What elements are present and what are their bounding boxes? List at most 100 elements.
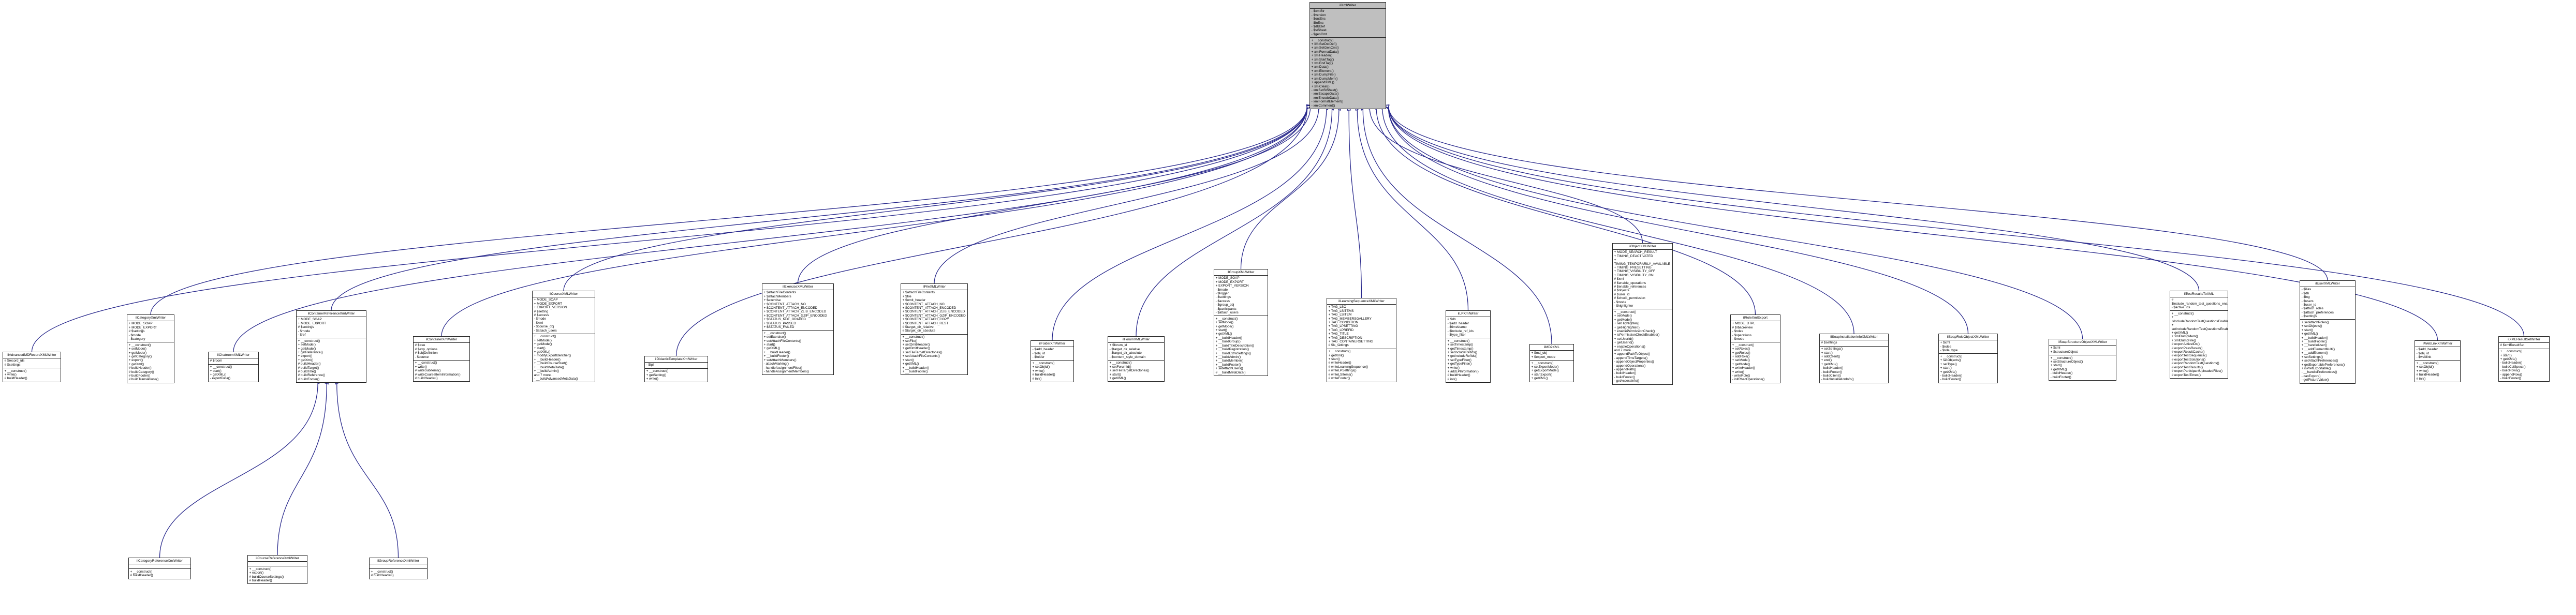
attribute-row: - $xml: [534, 321, 543, 325]
attribute-row: - $add_header: [1447, 321, 1469, 325]
operation-row: - appendPath(): [1614, 367, 1637, 371]
operation-row: + __buildHeader(): [1215, 336, 1242, 340]
inheritance-edge: [1347, 104, 1362, 298]
edge-line: [1388, 106, 2328, 281]
operation-row: # exportActiveIDs(): [2171, 342, 2200, 347]
attribute-row: + TAG_DESCRIPTION: [1328, 336, 1362, 340]
class-node-ilCourseReferenceXmlWriter[interactable]: ilCourseReferenceXmlWriter+ __construct(…: [247, 555, 307, 584]
operation-row: + xmlFormatData(): [1311, 50, 1339, 54]
class-node-ilChatroomXMLWriter[interactable]: ilChatroomXMLWriter# $room+ __construct(…: [208, 352, 259, 382]
class-operations: + __construct()+ setRoles()+ getRoles()+…: [1731, 342, 1780, 383]
class-node-ilMD2XML[interactable]: ilMD2XML+ $md_obj+ $export_mode+ __const…: [1529, 344, 1574, 382]
class-node-ilXmlWriter[interactable]: ilXmlWriter- $xmlStr- $version- $outEnc-…: [1309, 2, 1386, 109]
class-node-ilCourseXMLWriter[interactable]: ilCourseXMLWriter+ MODE_SOAP+ MODE_EXPOR…: [532, 291, 595, 383]
attribute-row: - $target_dir_absolute: [1109, 351, 1142, 355]
operation-row: + export(): [128, 358, 143, 363]
attribute-row: - $logger: [1215, 292, 1229, 296]
class-node-ilSoapRoleObjectXMLWriter[interactable]: ilSoapRoleObjectXMLWriter+ $xml- $roles-…: [1938, 334, 1998, 383]
operation-row: + __handleUser(): [2301, 343, 2328, 348]
attribute-row: # $settings: [128, 329, 145, 334]
attribute-row: - $ref: [298, 333, 306, 337]
operation-row: # init(): [2416, 377, 2426, 381]
inheritance-edge: [563, 104, 1313, 291]
attribute-row: - $mode: [1732, 337, 1745, 341]
operation-row: + __buildHeader(): [2301, 336, 2328, 340]
class-node-ilLearningSequenceXMLWriter[interactable]: ilLearningSequenceXMLWriter+ TAG_LSO+ TA…: [1327, 298, 1396, 382]
edge-line: [1369, 108, 1643, 244]
operation-row: # buildHeader(): [298, 362, 321, 366]
attribute-row: + MODE_EXPORT: [1215, 280, 1244, 284]
class-node-ilSoapInstallationInfoXMLWriter[interactable]: ilSoapInstallationInfoXMLWriter# $settin…: [1819, 334, 1889, 383]
class-node-ilGroupReferenceXmlWriter[interactable]: ilGroupReferenceXmlWriter+ __construct()…: [369, 558, 428, 579]
operation-row: + start(): [2500, 353, 2512, 357]
class-node-ilWebLinkXmlWriter[interactable]: ilWebLinkXmlWriter- $add_header- $obj_id…: [2415, 340, 2461, 383]
operation-row: + __buildFooter(): [763, 354, 789, 358]
class-node-ilLPXmlWriter[interactable]: ilLPXmlWriter# $db- $add_header- $timest…: [1446, 310, 1491, 383]
operation-row: + getExportMode(): [1531, 369, 1559, 373]
class-node-ilXMLResultSetWriter[interactable]: ilXMLResultSetWriter# $xmlResultSet+ __c…: [2498, 336, 2550, 382]
attribute-row: - $roles: [1732, 329, 1743, 334]
operation-row: + getXML(): [1215, 332, 1232, 336]
edge-line: [797, 107, 1311, 284]
operation-row: # writeLSItems(): [1328, 372, 1353, 377]
operation-row: + __construct(): [1447, 339, 1470, 343]
class-node-ilForumXMLWriter[interactable]: ilForumXMLWriter+ $forum_id- $target_dir…: [1108, 336, 1165, 382]
attribute-row: # $target_dir_absolute: [902, 329, 936, 333]
attribute-row: - $user_id: [2301, 303, 2317, 307]
operation-row: + __construct(): [1109, 361, 1132, 365]
class-node-ilGroupXMLWriter[interactable]: ilGroupXMLWriter+ MODE_SOAP+ MODE_EXPORT…: [1214, 269, 1268, 376]
attribute-row: + TIMING_PRESETTING: [1614, 266, 1652, 270]
operation-row: + setForumId(): [1109, 365, 1131, 369]
attribute-row: - $xmlStr: [1311, 9, 1325, 13]
operation-row: + xmlClear(): [1311, 84, 1330, 88]
class-node-ilUserXMLWriter[interactable]: ilUserXMLWriter- $ilias- $db- $lng- $use…: [2300, 280, 2356, 384]
class-attributes: [370, 564, 427, 569]
class-node-ilFileXMLWriter[interactable]: ilFileXMLWriter+ $attachFileContents+ $f…: [901, 283, 968, 376]
edge-line: [1240, 109, 1339, 269]
class-node-ilTestResultsToXML[interactable]: ilTestResultsToXML# $include_random_test…: [2170, 291, 2228, 379]
operation-row: - xmlFormatElement(): [1311, 100, 1344, 104]
operation-row: + start(): [1328, 357, 1340, 362]
operation-row: - buildClient(): [1821, 374, 1841, 378]
class-node-ilAdvancedMDRecordXMLWriter[interactable]: ilAdvancedMDRecordXMLWriter# $record_ids…: [3, 352, 61, 382]
operation-row: + writeHeader(): [1732, 366, 1755, 370]
attribute-row: + MODE_EXPORT: [534, 302, 562, 306]
operation-row: + xmlStartTag(): [1311, 57, 1334, 62]
class-node-ilContainerXmlWriter[interactable]: ilContainerXmlWriter# $tree# $exp_option…: [413, 336, 470, 382]
operation-row: + __construct(): [1940, 355, 1963, 358]
class-node-ilExerciseXMLWriter[interactable]: ilExerciseXMLWriter+ $attachFileContents…: [762, 283, 834, 376]
operation-row: + setFileTargetDirectories(): [902, 350, 943, 354]
operation-row: - buildColSpecs(): [2500, 365, 2526, 369]
class-node-ilDidacticTemplateXmlWriter[interactable]: ilDidacticTemplateXmlWriter- $tpl+ __con…: [644, 356, 708, 383]
operation-row: # buildCategory(): [128, 370, 154, 374]
operation-row: - handleAssignmentFiles(): [763, 366, 802, 370]
attribute-row: + TAG_LSITEMS: [1328, 309, 1354, 313]
class-name: ilMD2XML: [1530, 344, 1573, 351]
attribute-row: - $attach_users: [534, 328, 557, 333]
operation-row: - getPictureValue(): [2301, 378, 2329, 382]
attribute-row: - $type_filter: [1447, 333, 1466, 337]
attribute-row: # $settings: [4, 363, 21, 367]
class-node-ilFolderXmlWriter[interactable]: ilFolderXmlWriter- $add_header- $obj_id-…: [1031, 340, 1074, 383]
class-node-ilContainerReferenceXmlWriter[interactable]: ilContainerReferenceXmlWriter+ MODE_SOAP…: [296, 310, 366, 383]
attribute-row: - $include_ref_ids: [1447, 329, 1474, 333]
attribute-row: + $CONTENT_ATTACH_NO: [902, 302, 945, 306]
attribute-row: - $highlighter: [1614, 304, 1633, 308]
class-node-ilRoleXmlExport[interactable]: ilRoleXmlExport+ MODE_DTPL# $rbacreview-…: [1730, 314, 1780, 383]
attribute-row: + TAG_CONTAINERSETTING: [1328, 340, 1374, 344]
class-node-ilSoapStructureObjectXMLWriter[interactable]: ilSoapStructureObjectXMLWriter+ $xml+ $s…: [2049, 339, 2116, 381]
class-operations: + __construct()# buildHeader(): [129, 569, 190, 578]
operation-row: + setObjId(): [2416, 365, 2434, 369]
class-node-ilObjectXMLWriter[interactable]: ilObjectXMLWriter+ MODE_SEARCH_RESULT+ T…: [1612, 243, 1673, 385]
attribute-row: + MODE_DTPL: [1732, 322, 1756, 326]
inheritance-edge: [797, 105, 1316, 284]
operation-row: + __construct(): [2500, 350, 2523, 354]
operation-row: + setAttachFileContents(): [763, 339, 801, 343]
class-name: ilCourseReferenceXmlWriter: [248, 556, 307, 562]
operation-row: + setAttachMembers(): [763, 358, 797, 362]
class-node-ilCategoryReferenceXmlWriter[interactable]: ilCategoryReferenceXmlWriter+ __construc…: [128, 558, 191, 579]
operation-row: + __construct(): [210, 365, 232, 369]
class-attributes: - $xmlStr- $version- $outEnc- $inEnc- $d…: [1310, 9, 1386, 38]
class-node-ilCategoryXmlWriter[interactable]: ilCategoryXmlWriter+ MODE_SOAP+ MODE_EXP…: [127, 314, 174, 383]
operation-row: + __construct(): [646, 369, 669, 373]
